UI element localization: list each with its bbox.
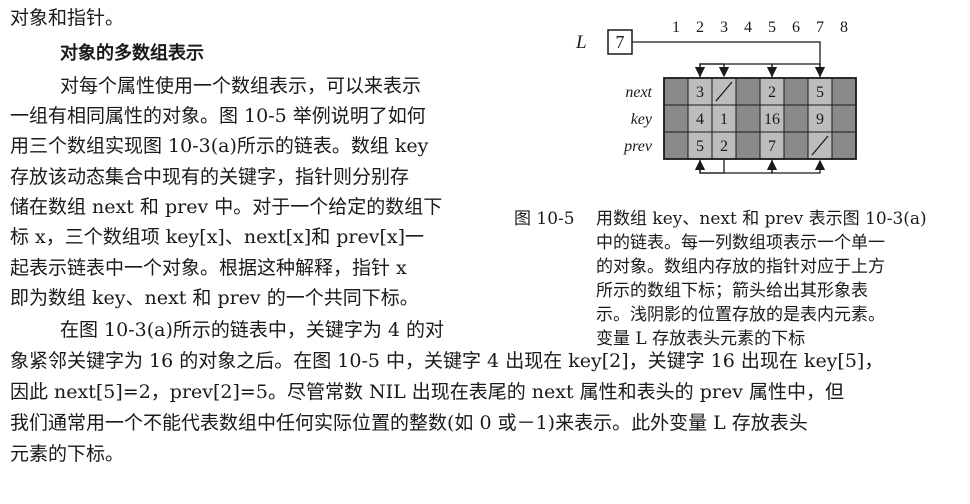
body-line-10: 在图 10-3(a)所示的链表中，关键字为 4 的对	[60, 319, 445, 341]
cell-next-1	[663, 77, 689, 106]
cell-prev-8	[831, 131, 857, 160]
nil-slash-prev-7	[811, 135, 829, 156]
cell-value-next-7: 5	[816, 84, 824, 101]
body-line-7: 标 x，三个数组项 key[x]、next[x]和 prev[x]一	[10, 226, 425, 248]
body-line-11: 象紧邻关键字为 16 的对象之后。在图 10-5 中，关键字 4 出现在 key…	[10, 350, 884, 372]
cell-value-key-5: 16	[764, 111, 780, 128]
prev-arrow-3	[694, 159, 725, 174]
cell-next-6	[783, 77, 809, 106]
l-pointer-arrow	[632, 41, 826, 78]
body-line-12: 因此 next[5]=2，prev[2]=5。尽管常数 NIL 出现在表尾的 n…	[10, 381, 844, 403]
next-arrow-7	[766, 63, 821, 78]
cell-prev-1	[663, 131, 689, 160]
body-line-6: 储在数组 next 和 prev 中。对于一个给定的数组下	[10, 196, 443, 218]
body-line-9: 即为数组 key、next 和 prev 的一个共同下标。	[10, 287, 419, 309]
prev-arrow-2	[699, 159, 778, 174]
cell-next-8	[831, 77, 857, 106]
row-label-key: key	[631, 111, 653, 128]
index-label-6: 6	[792, 19, 800, 36]
variable-l-value: 7	[616, 32, 625, 52]
body-line-13: 我们通常用一个不能代表数组中任何实际位置的整数(如 0 或－1)来表示。此外变量…	[10, 412, 808, 434]
variable-l-box	[607, 29, 633, 55]
body-line-5: 存放该动态集合中现有的关键字，指针则分别存	[10, 166, 410, 188]
row-label-next: next	[625, 84, 652, 101]
cell-key-8	[831, 104, 857, 133]
caption-line-3: 的对象。数组内存放的指针对应于上方	[596, 257, 885, 277]
index-label-1: 1	[672, 19, 680, 36]
cell-prev-4	[735, 131, 761, 160]
index-label-2: 2	[696, 19, 704, 36]
cell-prev-3	[711, 131, 737, 160]
cell-key-7	[807, 104, 833, 133]
body-line-1: 对象和指针。	[10, 7, 125, 29]
cell-key-4	[735, 104, 761, 133]
cell-key-1	[663, 104, 689, 133]
caption-line-5: 示。浅阴影的位置存放的是表内元素。	[596, 305, 885, 325]
index-label-4: 4	[744, 19, 752, 36]
body-line-2: 对每个属性使用一个数组表示，可以来表示	[60, 75, 422, 97]
cell-value-key-7: 9	[816, 111, 824, 128]
caption-line-2: 中的链表。每一列数组项表示一个单一	[596, 233, 885, 253]
cell-value-key-2: 4	[696, 111, 704, 128]
array-border	[663, 77, 857, 160]
cell-prev-6	[783, 131, 809, 160]
next-arrow-5	[694, 63, 773, 78]
caption-line-1: 用数组 key、next 和 prev 表示图 10-3(a)	[596, 209, 927, 229]
index-label-7: 7	[816, 19, 824, 36]
variable-l-label: L	[575, 32, 587, 53]
body-line-8: 起表示链表中一个对象。根据这种解释，指针 x	[10, 257, 407, 279]
index-label-3: 3	[720, 19, 728, 36]
body-line-4: 用三个数组实现图 10-3(a)所示的链表。数组 key	[10, 135, 429, 157]
cell-prev-2	[687, 131, 713, 160]
index-label-5: 5	[768, 19, 776, 36]
cell-value-next-2: 3	[696, 84, 704, 101]
cell-value-prev-2: 5	[696, 138, 704, 155]
cell-value-prev-3: 2	[720, 138, 728, 155]
section-heading: 对象的多数组表示	[60, 43, 204, 64]
cell-value-prev-5: 7	[768, 138, 776, 155]
prev-arrow-5	[771, 159, 826, 174]
cell-value-key-3: 1	[720, 111, 728, 128]
caption-line-6: 变量 L 存放表头元素的下标	[596, 329, 806, 349]
cell-value-next-5: 2	[768, 84, 776, 101]
caption-label: 图 10-5	[514, 209, 575, 229]
next-arrow-2	[699, 63, 730, 78]
body-line-3: 一组有相同属性的对象。图 10-5 举例说明了如何	[10, 105, 426, 127]
caption-line-4: 所示的数组下标；箭头给出其形象表	[596, 281, 868, 301]
body-line-14: 元素的下标。	[10, 443, 125, 465]
row-label-prev: prev	[623, 138, 653, 155]
cell-next-4	[735, 77, 761, 106]
nil-slash-next-3	[715, 81, 733, 102]
cell-key-6	[783, 104, 809, 133]
index-label-8: 8	[840, 19, 848, 36]
